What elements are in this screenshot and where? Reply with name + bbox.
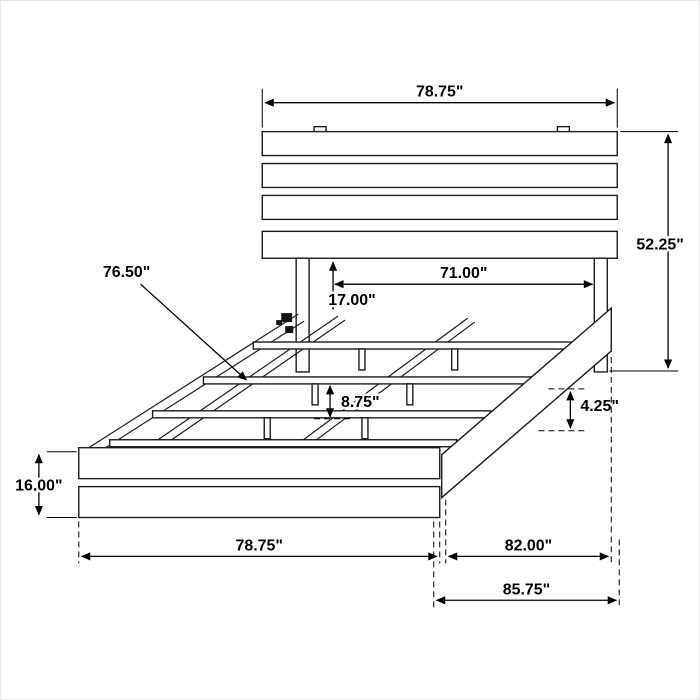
headboard-slat <box>261 130 618 157</box>
leader-line-support-rail <box>140 283 248 381</box>
footboard <box>78 447 441 519</box>
slat-leg <box>263 417 271 440</box>
cross-slat <box>108 439 458 448</box>
bracket-plate <box>281 313 293 323</box>
dimension-label-slat-spacing: 8.75" <box>341 394 380 411</box>
dimension-label-overall-length: 85.75" <box>503 581 550 598</box>
headboard-slat <box>261 162 618 189</box>
bracket-latch <box>285 326 294 334</box>
slat-leg <box>311 383 319 406</box>
headboard-slat <box>261 230 618 259</box>
slat-leg <box>358 348 366 371</box>
side-rail <box>441 306 612 500</box>
cross-slat <box>151 410 492 419</box>
headboard-leg-left <box>295 257 310 373</box>
support-rail <box>286 317 469 453</box>
slat-support-deck <box>88 313 575 457</box>
dimension-label-headboard-width: 78.75" <box>416 84 463 101</box>
cross-slat <box>252 341 575 350</box>
headboard <box>261 125 618 373</box>
headboard-slat <box>261 194 618 221</box>
dimension-label-side-rail-length: 82.00" <box>505 537 552 554</box>
dimension-label-support-rail-length: 76.50" <box>103 264 150 281</box>
left-side-rail-edge <box>88 313 299 449</box>
dimensions: 78.75" 52.25" 76.50" 71.00" 17.00" 8.75" <box>13 81 686 608</box>
slat-leg <box>451 348 459 371</box>
slat-leg <box>406 383 414 406</box>
dimension-label-headboard-height: 52.25" <box>636 236 683 253</box>
dimension-label-footboard-width: 78.75" <box>236 537 283 554</box>
dimension-label-inner-width: 71.00" <box>440 265 487 282</box>
footboard-plank <box>78 485 441 519</box>
dimension-label-headboard-clearance: 17.00" <box>328 292 375 309</box>
cross-slat <box>202 376 533 385</box>
dimension-label-rail-height: 4.25" <box>580 398 619 415</box>
bracket-pin <box>276 320 283 326</box>
left-side-rail-edge <box>97 320 305 454</box>
footboard-plank <box>78 447 441 480</box>
slat-leg <box>361 417 369 440</box>
mounting-bracket-hardware <box>276 313 294 334</box>
dimension-label-footboard-height: 16.00" <box>15 478 62 495</box>
